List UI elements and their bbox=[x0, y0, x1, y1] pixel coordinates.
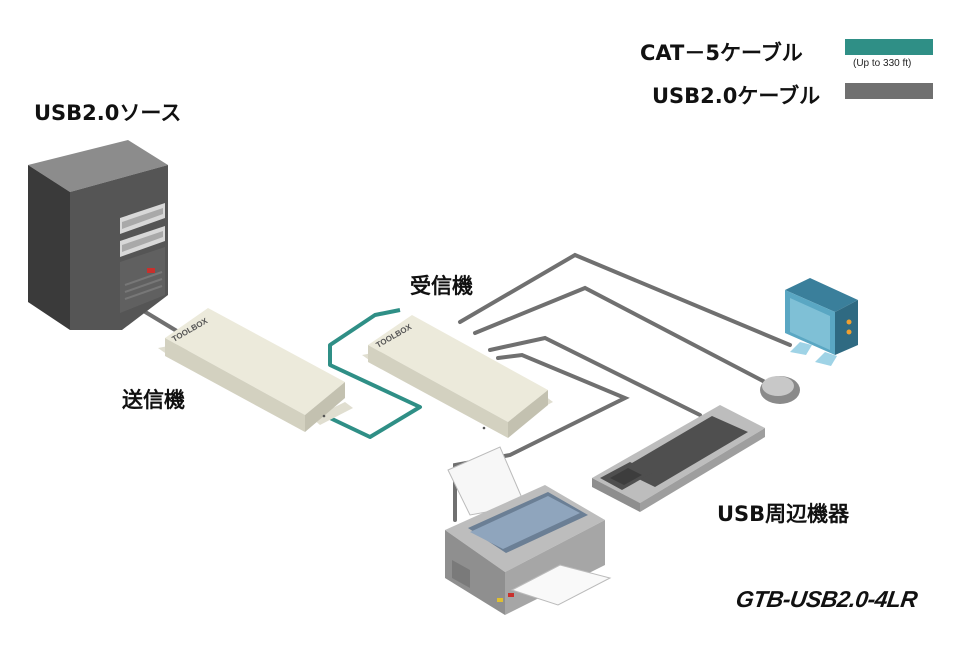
usb-cable-receiver-to-keyboard bbox=[488, 335, 702, 417]
legend-cat5-note: (Up to 330 ft) bbox=[853, 58, 912, 69]
usb-hub bbox=[785, 278, 858, 366]
mouse bbox=[760, 376, 800, 404]
receiver-label: 受信機 bbox=[410, 274, 473, 298]
cat5-cable bbox=[328, 308, 422, 439]
receiver-box bbox=[362, 315, 553, 438]
printer bbox=[445, 446, 612, 615]
pc-tower bbox=[28, 140, 168, 330]
legend-usb-label: USB2.0ケーブル bbox=[652, 84, 821, 108]
transmitter-box bbox=[158, 308, 353, 432]
cat5-swatch bbox=[845, 39, 933, 55]
model-name: GTB-USB2.0-4LR bbox=[734, 586, 919, 612]
usb-cable-receiver-to-hub bbox=[458, 252, 792, 347]
usb-cable-receiver-to-mouse bbox=[473, 285, 767, 384]
keyboard bbox=[592, 405, 765, 512]
transmitter-label: 送信機 bbox=[122, 388, 185, 412]
legend-cat5-label: CAT－5ケーブル bbox=[640, 41, 803, 65]
peripherals-label: USB周辺機器 bbox=[717, 502, 850, 526]
source-label: USB2.0ソース bbox=[34, 101, 182, 125]
usb-swatch bbox=[845, 83, 933, 99]
